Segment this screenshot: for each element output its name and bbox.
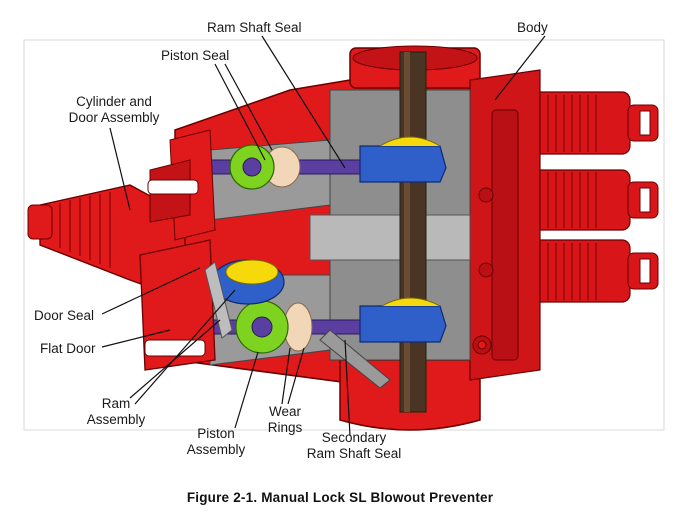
label-flat-door: Flat Door bbox=[40, 341, 96, 356]
label-piston-seal: Piston Seal bbox=[161, 48, 230, 63]
lower-ram bbox=[199, 259, 447, 354]
bore bbox=[399, 51, 427, 413]
label-piston-assembly-line1: Piston bbox=[197, 426, 235, 441]
label-door-seal: Door Seal bbox=[34, 308, 95, 323]
illustration-frame bbox=[23, 39, 665, 431]
label-ram-assembly-line1: Ram bbox=[101, 396, 131, 411]
label-secondary-ram-shaft-seal: Secondary Ram Shaft Seal bbox=[296, 430, 412, 462]
secondary-seal-strip bbox=[319, 329, 391, 389]
figure-caption: Figure 2-1. Manual Lock SL Blowout Preve… bbox=[186, 490, 494, 505]
cylinder-door-assembly bbox=[27, 129, 233, 371]
label-ram-shaft-seal: Ram Shaft Seal bbox=[207, 20, 302, 35]
label-piston-assembly: Piston Assembly bbox=[180, 426, 252, 458]
label-wear-rings-line1: Wear bbox=[268, 404, 301, 419]
label-piston-assembly-line2: Assembly bbox=[186, 442, 246, 457]
upper-ram bbox=[179, 136, 447, 190]
label-secondary-line2: Ram Shaft Seal bbox=[306, 446, 402, 461]
label-cylinder-door-assembly: Cylinder and Door Assembly bbox=[56, 94, 172, 126]
label-body: Body bbox=[517, 20, 548, 35]
label-ram-assembly: Ram Assembly bbox=[80, 396, 152, 428]
label-secondary-line1: Secondary bbox=[321, 430, 387, 445]
label-cylinder-door-line1: Cylinder and bbox=[76, 94, 152, 109]
label-wear-rings-line2: Rings bbox=[267, 420, 303, 435]
label-cylinder-door-line2: Door Assembly bbox=[68, 110, 160, 125]
label-ram-assembly-line2: Assembly bbox=[86, 412, 146, 427]
leader-lines bbox=[101, 35, 546, 437]
label-wear-rings: Wear Rings bbox=[262, 404, 308, 436]
